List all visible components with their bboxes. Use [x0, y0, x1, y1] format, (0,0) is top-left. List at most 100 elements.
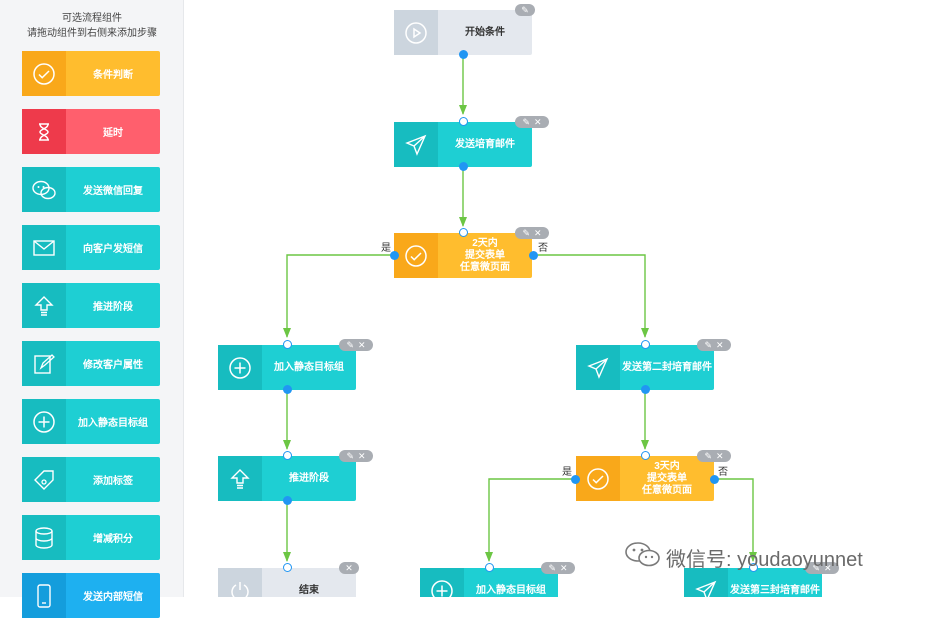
node-no-port[interactable]	[710, 475, 719, 484]
palette-hint-subtitle: 请拖动组件到右侧来添加步骤	[27, 28, 157, 39]
flow-canvas[interactable]: 开始条件 ✎ 发送培育邮件 ✎✕ 2天内 提交表单 任意微页面 ✎✕ 是 否 加…	[185, 0, 936, 597]
branch-label-no: 否	[718, 467, 728, 478]
up-arrow-icon	[218, 456, 262, 501]
node-output-port[interactable]	[459, 162, 468, 171]
node-output-port[interactable]	[283, 496, 292, 505]
plus-circle-icon	[420, 568, 464, 597]
node-label: 加入静态目标组	[274, 361, 344, 373]
branch-label-no: 否	[538, 243, 548, 254]
node-input-port[interactable]	[641, 451, 650, 460]
node-output-port[interactable]	[283, 385, 292, 394]
node-controls[interactable]: ✎✕	[541, 562, 575, 574]
send-icon	[684, 568, 728, 597]
tag-icon	[22, 457, 66, 502]
check-circle-icon	[576, 456, 620, 501]
watermark-text: 微信号: youdaoyunnet	[666, 548, 863, 571]
node-label: 开始条件	[465, 26, 505, 38]
palette-item-advance-stage[interactable]: 推进阶段	[22, 283, 160, 328]
close-icon[interactable]: ✕	[560, 563, 568, 573]
node-input-port[interactable]	[283, 340, 292, 349]
plus-circle-icon	[218, 345, 262, 390]
node-input-port[interactable]	[641, 340, 650, 349]
flow-node-email1[interactable]: 发送培育邮件	[394, 122, 532, 167]
node-controls[interactable]: ✎✕	[697, 339, 731, 351]
flow-node-start[interactable]: 开始条件	[394, 10, 532, 55]
wechat-icon	[22, 167, 66, 212]
node-controls[interactable]: ✎✕	[805, 562, 839, 574]
palette-item-delay[interactable]: 延时	[22, 109, 160, 154]
flow-node-add-group-left[interactable]: 加入静态目标组	[218, 345, 356, 390]
pencil-icon[interactable]: ✎	[346, 451, 354, 461]
node-input-port[interactable]	[485, 563, 494, 572]
node-label: 3天内 提交表单 任意微页面	[642, 460, 692, 496]
node-output-port[interactable]	[459, 50, 468, 59]
close-icon[interactable]: ✕	[824, 563, 832, 573]
palette-item-add-tag[interactable]: 添加标签	[22, 457, 160, 502]
node-controls[interactable]: ✎✕	[339, 339, 373, 351]
close-icon[interactable]: ✕	[534, 228, 542, 238]
node-edit-button[interactable]: ✎	[515, 4, 535, 16]
node-label: 发送第三封培育邮件	[730, 584, 820, 596]
node-controls[interactable]: ✎✕	[515, 116, 549, 128]
pencil-icon[interactable]: ✎	[522, 117, 530, 127]
flow-node-advance-stage[interactable]: 推进阶段	[218, 456, 356, 501]
branch-label-yes: 是	[562, 467, 572, 478]
palette-item-label: 添加标签	[93, 476, 133, 487]
node-yes-port[interactable]	[390, 251, 399, 260]
node-input-port[interactable]	[283, 451, 292, 460]
connector-cond2-no	[715, 478, 757, 562]
pencil-icon[interactable]: ✎	[704, 340, 712, 350]
node-label: 发送第二封培育邮件	[622, 361, 712, 373]
close-icon[interactable]: ✕	[358, 340, 366, 350]
connector-cond1-no	[533, 254, 649, 338]
palette-item-edit-attribute[interactable]: 修改客户属性	[22, 341, 160, 386]
flow-node-condition1[interactable]: 2天内 提交表单 任意微页面	[394, 233, 532, 278]
close-icon[interactable]: ✕	[534, 117, 542, 127]
power-icon	[218, 568, 262, 597]
wechat-icon	[624, 540, 662, 574]
node-input-port[interactable]	[459, 228, 468, 237]
flow-node-end[interactable]: 结束	[218, 568, 356, 597]
pencil-icon[interactable]: ✎	[522, 228, 530, 238]
pencil-icon[interactable]: ✎	[704, 451, 712, 461]
palette-item-label: 向客户发短信	[83, 244, 143, 255]
node-no-port[interactable]	[529, 251, 538, 260]
flow-node-email2[interactable]: 发送第二封培育邮件	[576, 345, 714, 390]
node-delete-button[interactable]: ✕	[339, 562, 359, 574]
palette-item-sms-customer[interactable]: 向客户发短信	[22, 225, 160, 270]
palette-item-label: 延时	[103, 128, 123, 139]
node-input-port[interactable]	[459, 117, 468, 126]
palette-item-condition[interactable]: 条件判断	[22, 51, 160, 96]
component-palette: 可选流程组件 请拖动组件到右侧来添加步骤 条件判断 延时 发送微信回复 向客户发…	[0, 0, 184, 618]
node-input-port[interactable]	[749, 563, 758, 572]
palette-item-label: 发送内部短信	[83, 592, 143, 603]
flow-node-add-group-mid[interactable]: 加入静态目标组	[420, 568, 558, 597]
check-circle-icon	[394, 233, 438, 278]
node-yes-port[interactable]	[571, 475, 580, 484]
palette-hint-title: 可选流程组件	[62, 13, 122, 24]
close-icon[interactable]: ✕	[716, 451, 724, 461]
node-controls[interactable]: ✎✕	[697, 450, 731, 462]
node-controls[interactable]: ✎✕	[515, 227, 549, 239]
palette-item-internal-sms[interactable]: 发送内部短信	[22, 573, 160, 618]
close-icon[interactable]: ✕	[716, 340, 724, 350]
send-icon	[576, 345, 620, 390]
branch-label-yes: 是	[381, 243, 391, 254]
phone-icon	[22, 573, 66, 618]
pencil-icon[interactable]: ✎	[548, 563, 556, 573]
flow-node-email3[interactable]: 发送第三封培育邮件	[684, 568, 822, 597]
palette-item-label: 修改客户属性	[83, 360, 143, 371]
palette-item-add-static-group[interactable]: 加入静态目标组	[22, 399, 160, 444]
palette-item-wechat-reply[interactable]: 发送微信回复	[22, 167, 160, 212]
mail-icon	[22, 225, 66, 270]
node-input-port[interactable]	[283, 563, 292, 572]
pencil-icon[interactable]: ✎	[812, 563, 820, 573]
node-output-port[interactable]	[641, 385, 650, 394]
flow-node-condition2[interactable]: 3天内 提交表单 任意微页面	[576, 456, 714, 501]
palette-item-label: 发送微信回复	[83, 186, 143, 197]
pencil-icon[interactable]: ✎	[346, 340, 354, 350]
palette-item-points[interactable]: 增减积分	[22, 515, 160, 560]
close-icon[interactable]: ✕	[358, 451, 366, 461]
node-controls[interactable]: ✎✕	[339, 450, 373, 462]
close-icon: ✕	[345, 563, 353, 573]
